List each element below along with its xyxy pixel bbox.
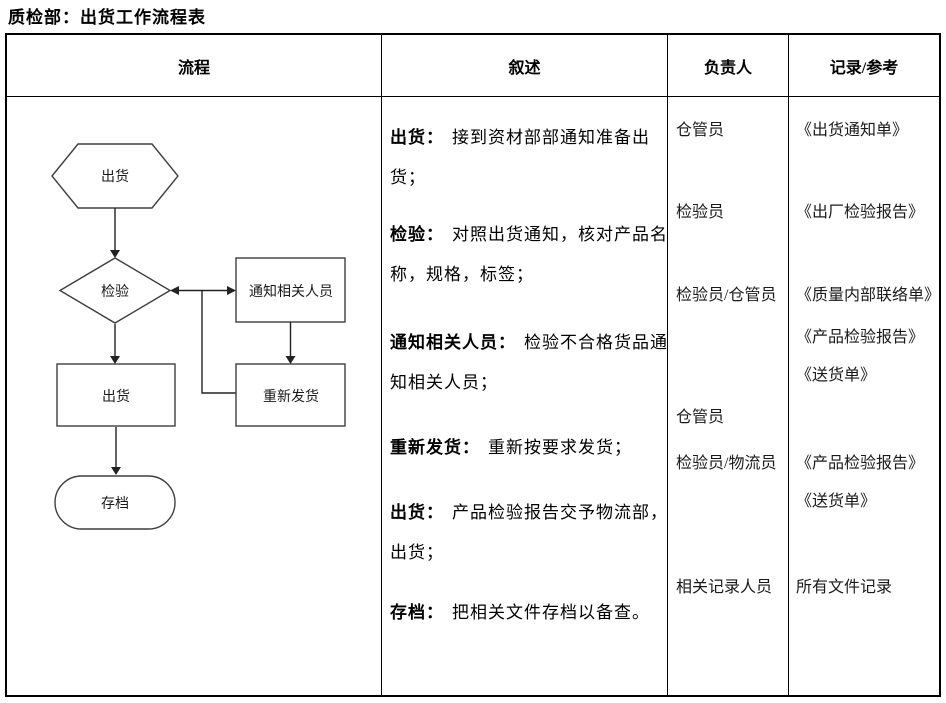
description-step-text: 检验不合格货品通 知相关人员； [390,333,668,392]
flow-arrowhead [285,356,296,364]
workflow-table: 流程 叙述 负责人 记录/参考 出货 检验 通知相关人员 重新发货 [5,33,941,697]
record-item: 《产品检验报告》 [796,455,925,472]
page-title: 质检部：出货工作流程表 [8,8,206,27]
record-item: 《出货通知单》 [796,122,909,139]
flow-node-archive-label: 存档 [101,496,129,512]
flow-arrowhead [111,467,121,475]
flow-node-start-label: 出货 [101,168,129,185]
description-step-label: 通知相关人员： [390,333,516,352]
description-step-text: 重新按要求发货； [488,438,632,457]
flow-arrowhead [110,250,120,258]
flow-node-start-hexagon [51,143,179,209]
flow-node-reship-label: 重新发货 [263,388,319,405]
description-step-label: 重新发货： [390,438,480,457]
description-step-text: 产品检验报告交予物流部， 出货； [390,503,668,562]
record-item: 所有文件记录 [796,579,893,596]
flow-node-inspect-label: 检验 [101,284,129,300]
column-divider [667,35,668,695]
responsible-item: 检验员/物流员 [676,455,777,472]
flowchart: 出货 检验 通知相关人员 重新发货 出货 存档 [51,143,346,530]
description-paragraph: 检验：对照出货通知，核对产品名 称，规格，标签； [390,215,668,295]
record-item: 《送货单》 [796,367,877,384]
flow-node-archive-stadium [54,475,176,530]
description-step-label: 出货： [390,128,444,147]
flow-node-reship-rect [235,363,346,427]
description-step-label: 存档： [390,603,444,622]
responsible-item: 仓管员 [676,122,725,139]
responsible-item: 检验员/仓管员 [676,287,777,304]
description-step-text: 把相关文件存档以备查。 [452,603,650,622]
record-item: 《出厂检验报告》 [796,204,925,221]
description-paragraph: 存档： 把相关文件存档以备查。 [390,593,650,633]
column-divider [381,35,382,695]
header-records: 记录/参考 [829,59,899,77]
record-item: 《质量内部联络单》 [796,287,941,304]
header-process: 流程 [177,59,210,77]
description-paragraph: 通知相关人员：检验不合格货品通 知相关人员； [390,323,668,403]
record-item: 《送货单》 [796,493,877,510]
description-paragraph: 出货：接到资材部部通知准备出 货； [390,118,650,198]
responsible-item: 检验员 [676,204,725,221]
flow-node-ship-label: 出货 [102,388,130,405]
flow-connector-reship [201,291,236,394]
responsible-item: 相关记录人员 [676,579,773,596]
description-step-text: 对照出货通知，核对产品名 称，规格，标签； [390,225,668,284]
responsible-item: 仓管员 [676,409,725,426]
header-description: 叙述 [508,59,541,77]
description-step-label: 检验： [390,225,444,244]
description-paragraph: 出货：产品检验报告交予物流部， 出货； [390,493,668,573]
header-responsible: 负责人 [703,59,752,77]
flow-node-notify-label: 通知相关人员 [249,283,333,300]
description-step-text: 接到资材部部通知准备出 货； [390,128,650,187]
column-divider [788,35,789,695]
record-item: 《产品检验报告》 [796,329,925,346]
flow-node-ship-rect [56,363,176,427]
header-divider [7,96,939,97]
flow-arrowhead [170,286,179,295]
description-paragraph: 重新发货： 重新按要求发货； [390,428,632,468]
flow-arrowhead [110,356,120,364]
description-step-label: 出货： [390,503,444,522]
flow-arrowhead [227,286,236,295]
